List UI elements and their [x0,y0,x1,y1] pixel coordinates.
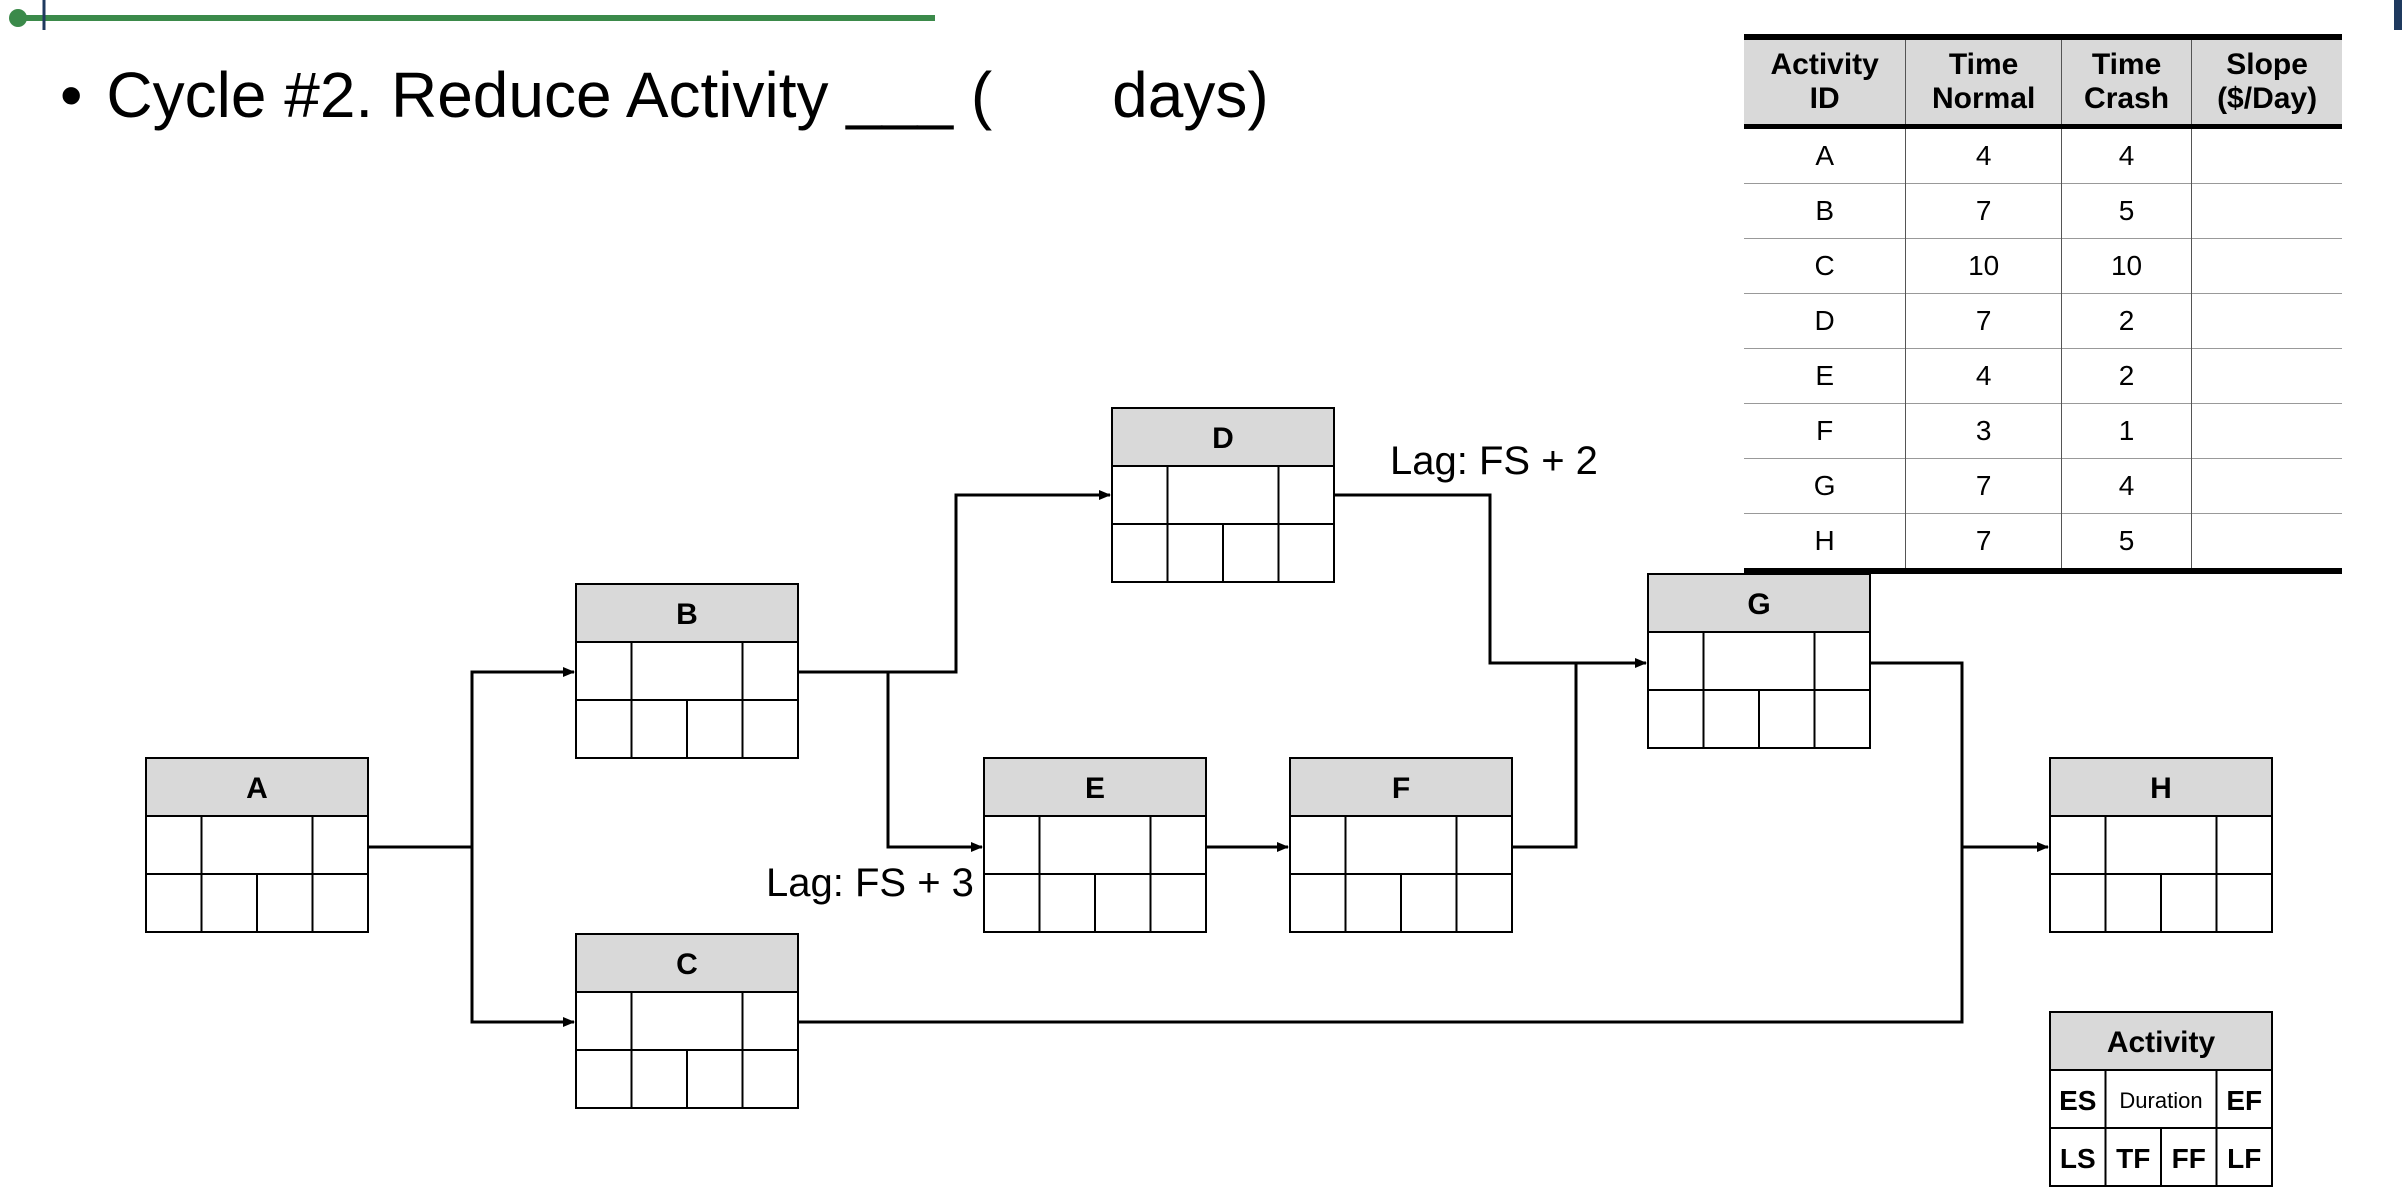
node-header [2049,757,2273,817]
table-cell: 7 [1905,183,2062,239]
title-text-before: Cycle #2. Reduce Activity ___ ( [106,59,993,131]
table-cell [2191,458,2342,514]
node-label: F [1392,772,1410,805]
node-header [575,583,799,643]
activity-node-g: G [1647,573,1871,749]
activity-node-c: C [575,933,799,1109]
table-cell: H [1744,513,1907,571]
edges-layer [368,490,2049,1027]
edge-c-h [798,847,1964,1024]
table-header-cell: Slope($/Day) [2191,37,2342,129]
legend-title: Activity [2107,1026,2216,1059]
table-cell: 7 [1905,513,2062,571]
table-cell: 3 [1905,403,2062,459]
legend-ls: LS [2060,1143,2096,1174]
edge-a-b [368,667,575,849]
slide-corner-mark [2394,0,2402,30]
slide-top-accent [9,0,935,30]
activity-node-e: E [983,757,1207,933]
table-cell: 5 [2061,183,2193,239]
table-cell: 4 [2061,458,2193,514]
node-header [575,933,799,993]
table-cell: 2 [2061,348,2193,404]
slide-title: • Cycle #2. Reduce Activity ___ ( days) [60,58,1269,132]
node-label: A [246,772,268,805]
node-label: H [2150,772,2172,805]
table-cell: E [1744,348,1907,404]
activity-node-a: A [145,757,369,933]
table-cell [2191,238,2342,294]
edge-d-g [1334,493,1647,668]
table-cell: 4 [1905,348,2062,404]
table-cell: 10 [2061,238,2193,294]
table-cell: G [1744,458,1907,514]
table-cell [2191,403,2342,459]
table-cell: 7 [1905,458,2062,514]
legend-ef: EF [2226,1085,2262,1116]
node-label: D [1212,422,1234,455]
legend-tf: TF [2116,1143,2150,1174]
legend-es: ES [2059,1085,2096,1116]
table-cell: 2 [2061,293,2193,349]
table-cell [2191,183,2342,239]
legend-ff: FF [2172,1143,2206,1174]
title-bullet: • [60,59,83,131]
legend-duration: Duration [2119,1088,2202,1113]
table-cell [2191,513,2342,571]
activity-node-h: H [2049,757,2273,933]
legend-lf: LF [2227,1143,2261,1174]
table-cell: A [1744,126,1907,184]
table-cell: 5 [2061,513,2193,571]
table-cell: 4 [2061,126,2193,184]
table-cell: F [1744,403,1907,459]
node-header [983,757,1207,817]
node-label: C [676,948,698,981]
table-cell [2191,348,2342,404]
table-cell: C [1744,238,1907,294]
table-cell: 1 [2061,403,2193,459]
edge-b-e [886,672,983,852]
table-cell: 7 [1905,293,2062,349]
table-cell: 4 [1905,126,2062,184]
lag-labels-layer: Lag: FS + 3 Lag: FS + 2 [766,439,1598,905]
edge-g-h [1870,661,2049,852]
table-cell: D [1744,293,1907,349]
title-text-after: days) [1112,59,1269,131]
activity-node-d: D [1111,407,1335,583]
table-cell: B [1744,183,1907,239]
edge-f-g [1512,663,1578,849]
table-cell [2191,126,2342,184]
edge-b-d [798,490,1111,674]
activity-node-f: F [1289,757,1513,933]
activity-node-b: B [575,583,799,759]
lag-label-d-g: Lag: FS + 2 [1390,439,1598,483]
lag-label-b-e: Lag: FS + 3 [766,861,974,905]
table-cell [2191,293,2342,349]
node-header [1111,407,1335,467]
node-label: B [676,598,698,631]
node-header [1289,757,1513,817]
edge-a-c [470,847,575,1027]
table-cell: 10 [1905,238,2062,294]
node-label: G [1747,588,1770,621]
node-label: E [1085,772,1105,805]
